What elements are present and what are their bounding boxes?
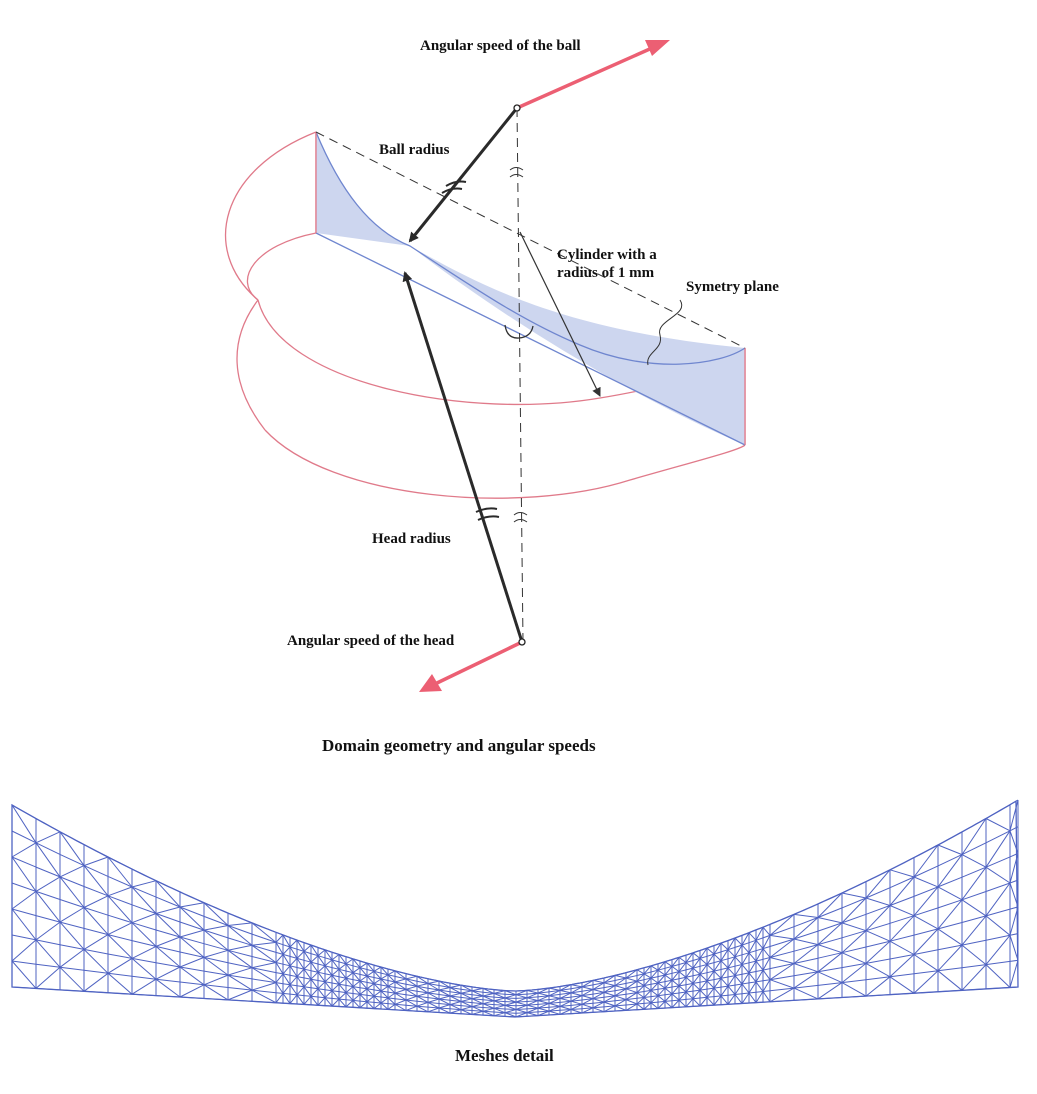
symmetry-plane-leader bbox=[647, 299, 683, 366]
ball-speed-arrow-shaft bbox=[516, 46, 653, 110]
cylinder-left-side bbox=[236, 299, 266, 431]
head-radius-arrow bbox=[402, 271, 524, 643]
surface-curve bbox=[315, 131, 746, 365]
label-ball-speed: Angular speed of the ball bbox=[420, 38, 581, 54]
cylinder-top-arc bbox=[224, 131, 317, 301]
axis-break-marks bbox=[509, 167, 528, 523]
figure2-caption: Meshes detail bbox=[455, 1046, 554, 1065]
surface-bottom-edge bbox=[315, 232, 746, 446]
label-head-speed: Angular speed of the head bbox=[287, 633, 455, 649]
label-symmetry-plane: Symetry plane bbox=[686, 279, 779, 295]
label-ball-radius: Ball radius bbox=[379, 142, 450, 158]
label-cylinder-line2: radius of 1 mm bbox=[557, 265, 655, 281]
label-cylinder-line1: Cylinder with a bbox=[557, 247, 657, 263]
ball-speed-arrow-head bbox=[645, 40, 670, 56]
head-speed-arrow-head bbox=[419, 674, 442, 692]
head-center-point bbox=[518, 638, 526, 646]
ball-center-point bbox=[513, 104, 521, 112]
ball-radius-arrow bbox=[408, 107, 519, 243]
cylinder-bottom-arc bbox=[264, 429, 746, 499]
head-radius-break bbox=[475, 507, 500, 521]
surface-band bbox=[410, 246, 745, 445]
mesh-lines bbox=[11, 799, 1019, 1018]
surface-left-patch bbox=[316, 132, 410, 246]
dashed-lines bbox=[315, 107, 746, 643]
right-angle-mark bbox=[504, 324, 534, 339]
ball-radius-break bbox=[441, 180, 467, 194]
label-head-radius: Head radius bbox=[372, 531, 451, 547]
symmetry-dashed-line bbox=[315, 131, 746, 349]
symmetry-surface bbox=[315, 131, 746, 446]
cylinder-radius-arrow bbox=[519, 231, 601, 397]
cylinder-inner-arc bbox=[246, 232, 317, 301]
figure1-caption: Domain geometry and angular speeds bbox=[322, 736, 596, 755]
head-speed-arrow-shaft bbox=[436, 640, 523, 685]
mesh-outline bbox=[11, 800, 1019, 1018]
